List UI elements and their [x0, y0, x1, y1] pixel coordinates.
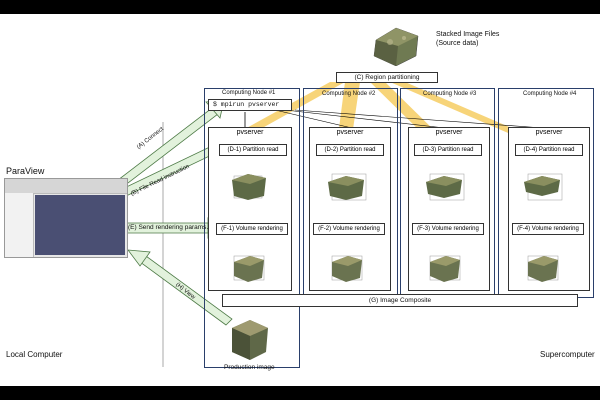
production-image	[226, 318, 272, 362]
rendered-cube-3	[424, 252, 466, 284]
node-title-2: Computing Node #2	[322, 91, 376, 97]
region-partitioning-label: (C) Region partitioning	[354, 74, 420, 81]
paraview-screenshot	[4, 178, 128, 258]
mpirun-command: $ mpirun pvserver	[213, 101, 280, 108]
send-render-arrow-label: (E) Send rendering params.	[128, 224, 209, 231]
volume-render-box-2: (F-2) Volume rendering	[313, 223, 385, 235]
source-label-1: Stacked Image Files	[436, 31, 500, 38]
partition-cube-2	[324, 170, 372, 204]
node-title-4: Computing Node #4	[523, 91, 577, 97]
rendered-cube-4	[522, 252, 564, 284]
node-title-3: Computing Node #3	[423, 91, 477, 97]
rendered-cube-2	[326, 252, 368, 284]
source-image-stack	[370, 26, 422, 66]
region-partitioning-box: (C) Region partitioning	[336, 72, 438, 83]
partition-read-box-2: (D-2) Partition read	[316, 144, 384, 156]
partition-read-box-1: (D-1) Partition read	[219, 144, 287, 156]
left-black-bar	[0, 0, 600, 14]
volume-render-box-1: (F-1) Volume rendering	[216, 223, 288, 235]
image-composite-label: (G) Image Composite	[368, 297, 432, 304]
partition-cube-3	[422, 170, 470, 204]
paraview-viewport	[35, 195, 125, 255]
pvserver-label-3: pvserver	[435, 129, 463, 136]
bottom-black-bar	[0, 386, 600, 400]
supercomputer-label: Supercomputer	[540, 350, 595, 359]
pvserver-label-1: pvserver	[236, 129, 264, 136]
image-composite-box: (G) Image Composite	[222, 294, 578, 307]
partition-cube-4	[520, 170, 568, 204]
paraview-title: ParaView	[6, 166, 45, 176]
pvserver-label-2: pvserver	[336, 129, 364, 136]
source-label-2: (Source data)	[436, 40, 479, 47]
partition-read-box-4: (D-4) Partition read	[515, 144, 583, 156]
partition-cube-1	[228, 170, 272, 204]
local-computer-label: Local Computer	[6, 350, 63, 359]
node-title-1: Computing Node #1	[222, 90, 276, 96]
production-image-label: Production image	[224, 364, 275, 371]
paraview-toolbar	[5, 179, 127, 194]
node-frame-1	[204, 88, 300, 368]
partition-read-box-3: (D-3) Partition read	[414, 144, 482, 156]
pvserver-label-4: pvserver	[535, 129, 563, 136]
rendered-cube-1	[228, 252, 270, 284]
paraview-panel	[5, 193, 34, 257]
volume-render-box-3: (F-3) Volume rendering	[412, 223, 484, 235]
mpirun-box: $ mpirun pvserver	[208, 99, 292, 111]
volume-render-box-4: (F-4) Volume rendering	[512, 223, 584, 235]
